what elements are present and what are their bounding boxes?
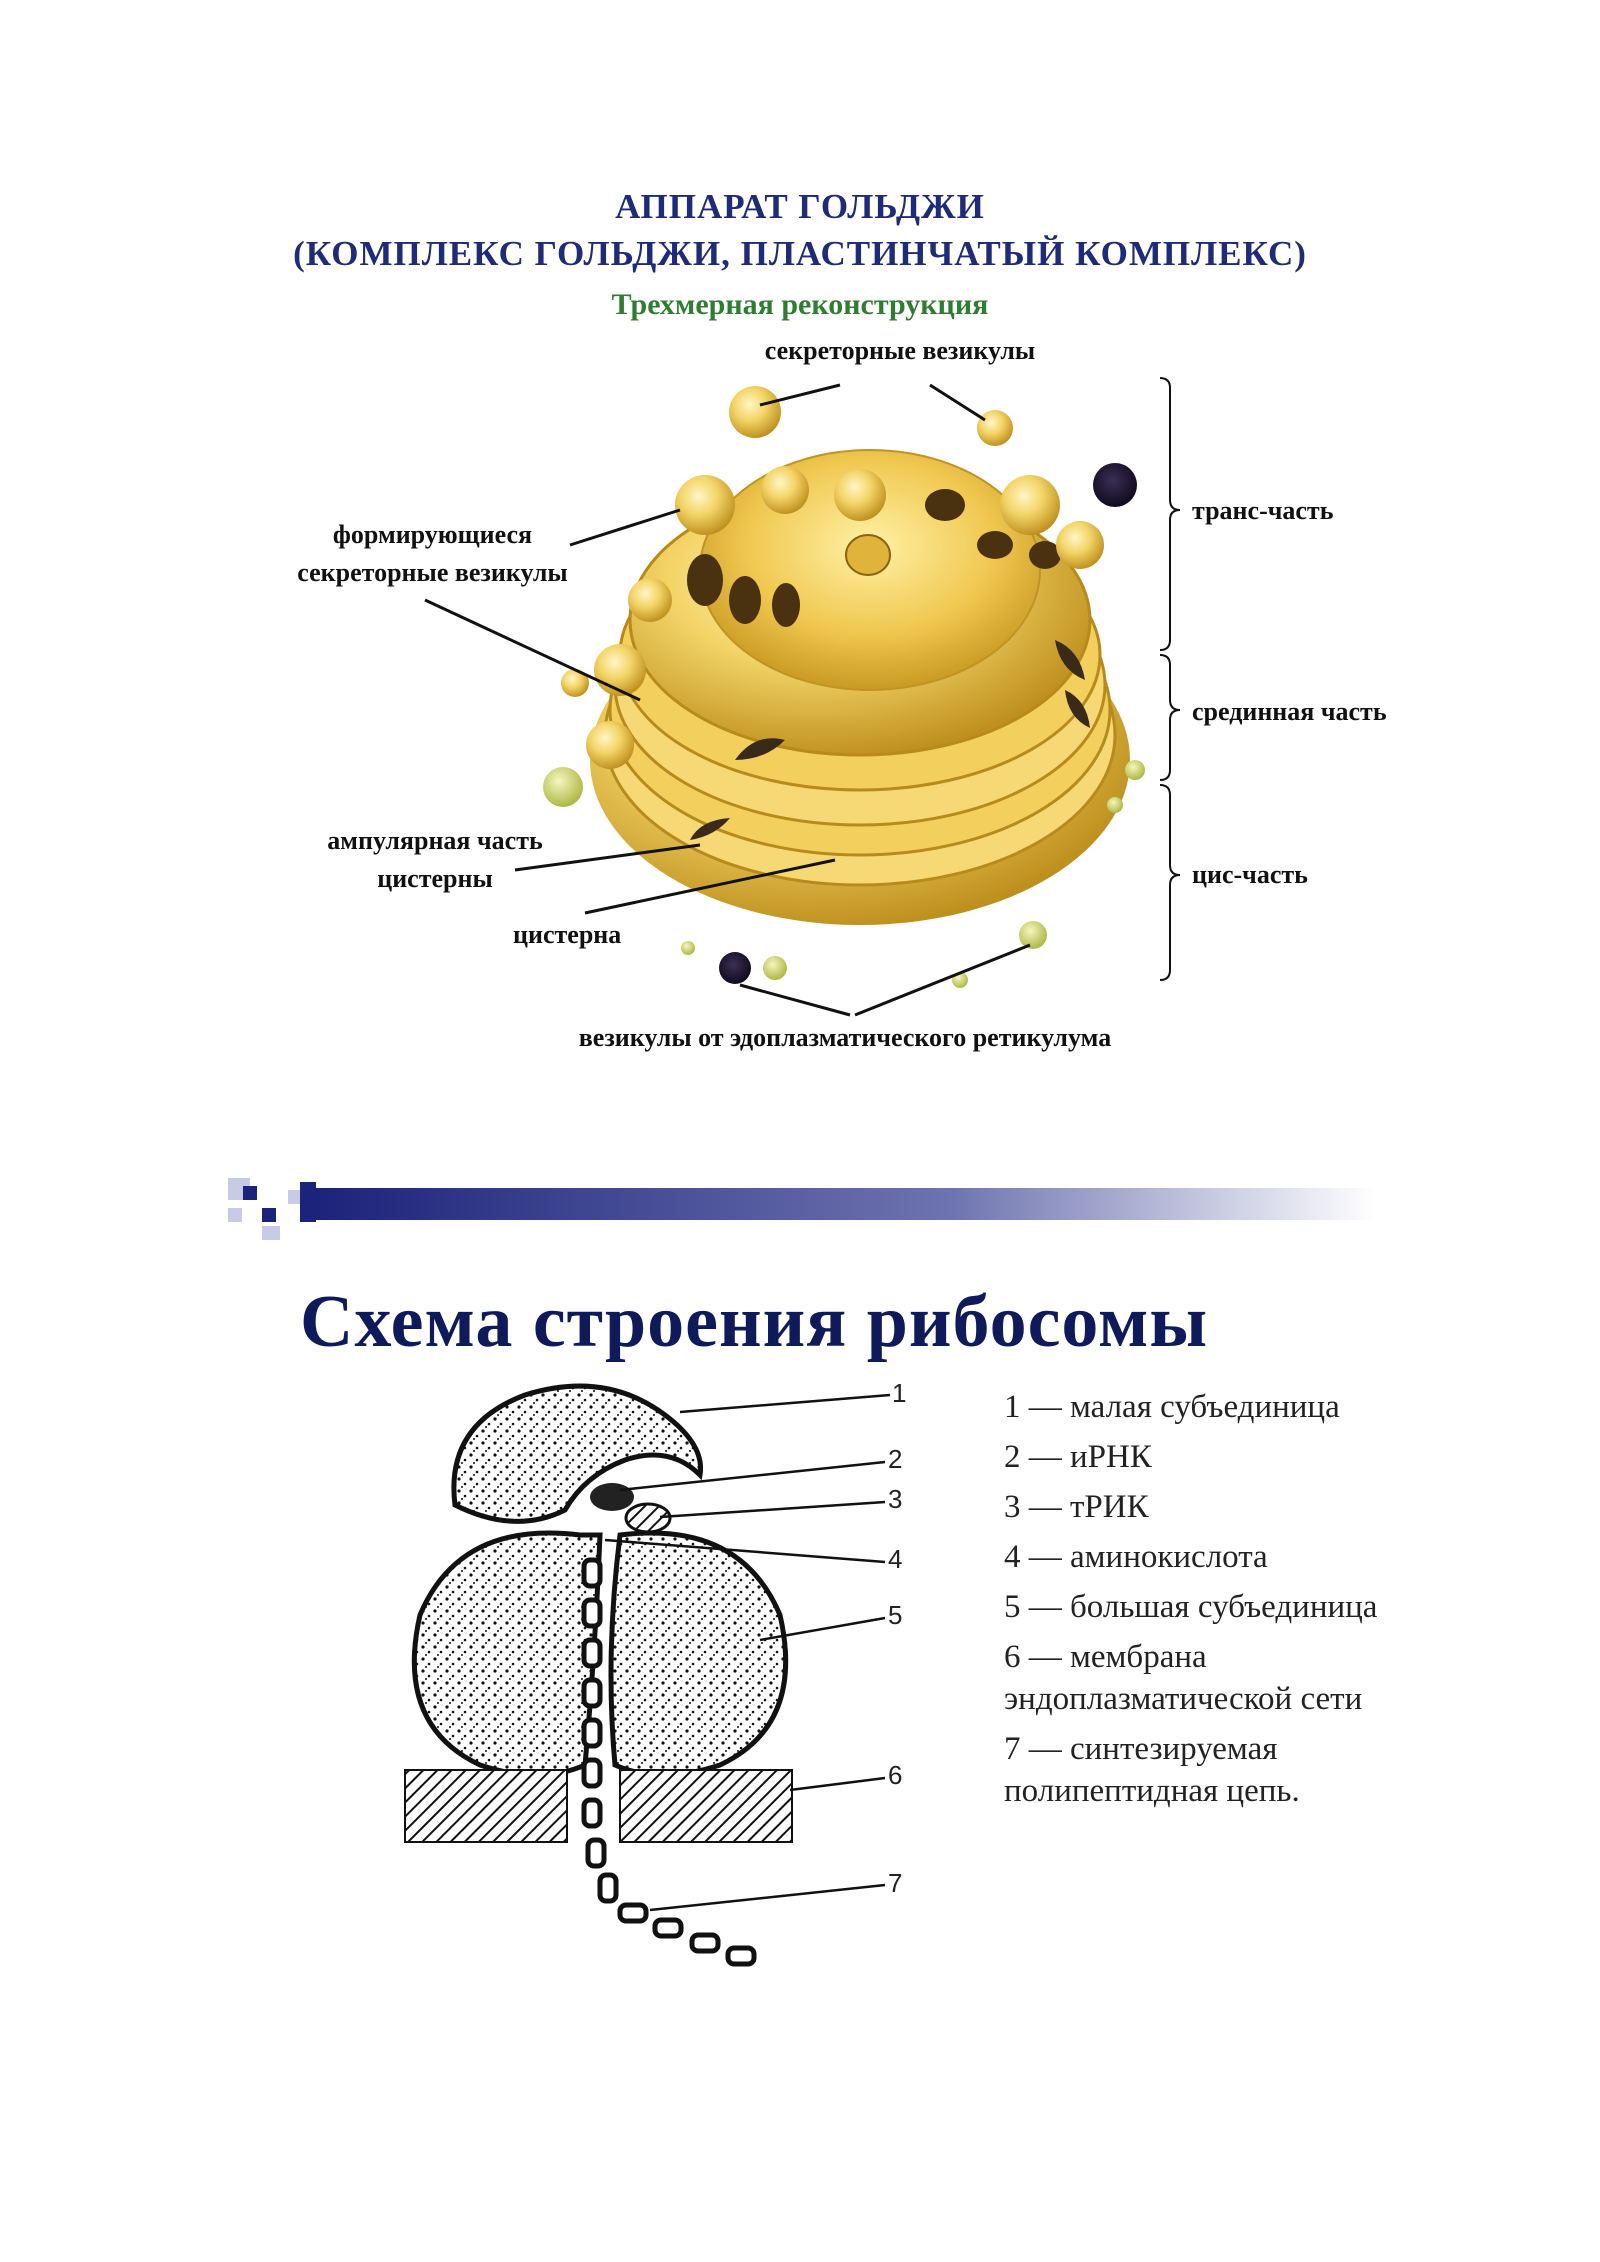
golgi-illustration xyxy=(424,377,1181,1017)
er-membrane-left xyxy=(404,1769,568,1843)
rib-num-4: 4 xyxy=(888,1544,903,1574)
vesicle-green xyxy=(681,941,695,955)
rib-num-1: 1 xyxy=(892,1378,907,1408)
label-trans: транс-часть xyxy=(1192,496,1334,525)
vesicle-green xyxy=(763,956,787,980)
rib-num-2: 2 xyxy=(888,1444,903,1474)
vesicle-green xyxy=(1107,797,1123,813)
ribosome-title: Схема строения рибосомы xyxy=(300,1281,1209,1363)
legend-item: 6 — мембрана эндоплазматической сети xyxy=(1004,1639,1363,1717)
vesicle xyxy=(729,386,781,438)
label-secretory-vesicles: секреторные везикулы xyxy=(764,336,1036,365)
vesicle xyxy=(561,669,589,697)
legend-item: 3 — тРИК xyxy=(1004,1489,1149,1525)
rib-num-7: 7 xyxy=(888,1868,903,1898)
ribosome-leader-lines xyxy=(604,1393,891,1912)
vesicle xyxy=(977,410,1013,446)
label-er-vesicles: везикулы от эдоплазматического ретикулум… xyxy=(578,1023,1112,1052)
vesicle xyxy=(675,475,735,535)
rib-num-6: 6 xyxy=(888,1760,903,1790)
label-cis: цис-часть xyxy=(1192,860,1308,889)
slide-header-bar xyxy=(228,1178,1376,1240)
large-subunit-left xyxy=(411,1530,603,1778)
ribosome-legend: 1 — малая субъединица 2 — иРНК 3 — тРИК … xyxy=(1004,1386,1424,1820)
golgi-body xyxy=(586,449,1130,925)
large-subunit-right xyxy=(608,1530,789,1778)
legend-item: 4 — аминокислота xyxy=(1004,1539,1268,1575)
rib-num-5: 5 xyxy=(888,1600,903,1630)
mrna xyxy=(590,1483,634,1511)
polypeptide-chain xyxy=(581,1557,757,1967)
small-subunit xyxy=(451,1383,704,1524)
vesicle-green xyxy=(1019,921,1047,949)
legend-item: 7 — синтезируемая полипептидная цепь. xyxy=(1004,1731,1300,1809)
golgi-leader-lines xyxy=(424,383,1031,1017)
rib-num-3: 3 xyxy=(888,1484,903,1514)
label-ampullar-2: цистерны xyxy=(377,864,493,893)
label-cistern: цистерна xyxy=(513,920,622,949)
vesicle-dark xyxy=(719,952,751,984)
golgi-title: АППАРАТ ГОЛЬДЖИ xyxy=(615,187,985,226)
vesicle-dark xyxy=(1093,463,1137,507)
legend-item: 5 — большая субъединица xyxy=(1004,1589,1378,1625)
er-membrane-right xyxy=(619,1769,793,1843)
legend-item: 2 — иРНК xyxy=(1004,1439,1152,1475)
golgi-title-synonyms: (КОМПЛЕКС ГОЛЬДЖИ, ПЛАСТИНЧАТЫЙ КОМПЛЕКС… xyxy=(293,234,1307,273)
label-forming-vesicles-1: формирующиеся xyxy=(332,520,533,549)
vesicle-green xyxy=(543,767,583,807)
vesicle-green xyxy=(1125,760,1145,780)
label-medial: срединная часть xyxy=(1192,697,1387,726)
label-ampullar-1: ампулярная часть xyxy=(327,826,543,855)
label-forming-vesicles-2: секреторные везикулы xyxy=(297,558,568,587)
legend-item: 1 — малая субъединица xyxy=(1004,1389,1340,1425)
golgi-braces xyxy=(1159,377,1181,981)
golgi-subtitle: Трехмерная реконструкция xyxy=(611,288,989,321)
